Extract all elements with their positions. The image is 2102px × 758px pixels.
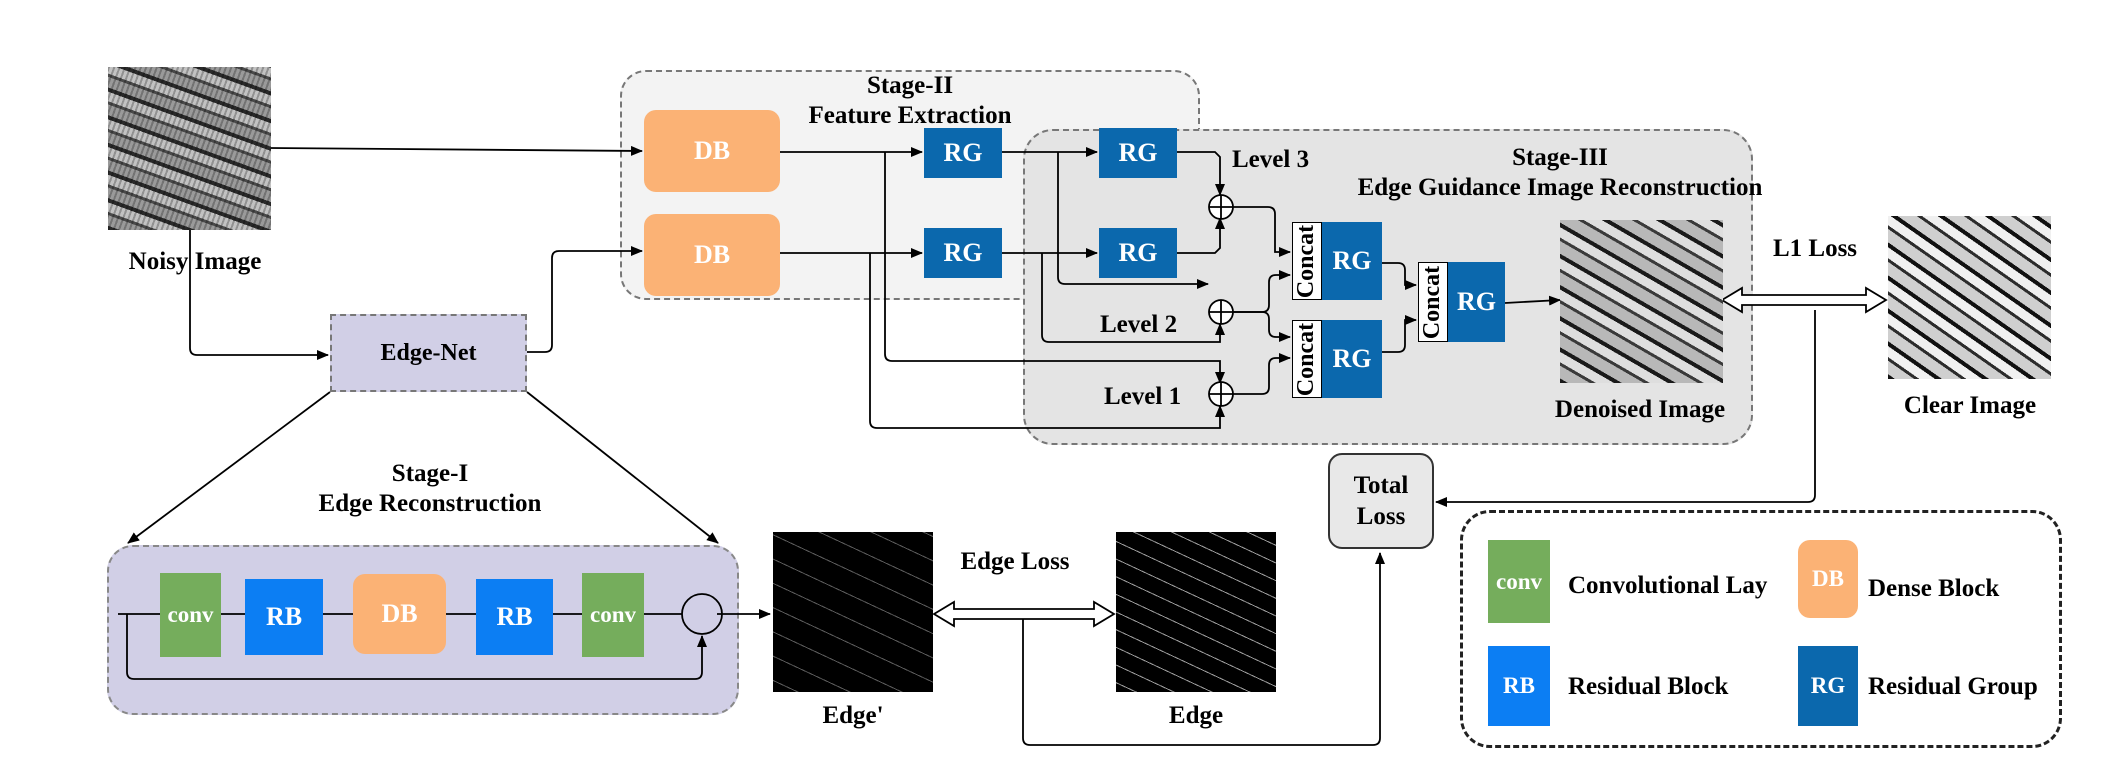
legend-db-swatch: DB	[1798, 540, 1858, 618]
concat-block-3: Concat	[1418, 262, 1448, 342]
stage3-subtitle: Edge Guidance Image Reconstruction	[1357, 174, 1763, 201]
denoised-image-label: Denoised Image	[1554, 396, 1726, 423]
db-block-top: DB	[644, 110, 780, 192]
conv-block-1: conv	[160, 573, 221, 657]
rg-block-bottom-2: RG	[1099, 228, 1177, 278]
concat-block-2: Concat	[1292, 320, 1322, 398]
rg-block-final: RG	[1448, 262, 1505, 342]
noisy-image-label: Noisy Image	[128, 248, 262, 275]
stage2-subtitle: Feature Extraction	[808, 102, 1012, 129]
stage2-title: Stage-II	[866, 72, 954, 99]
legend-conv-label: Convolutional Lay	[1568, 572, 1768, 599]
stage1-title: Stage-I	[391, 460, 469, 487]
total-loss-block: Total Loss	[1328, 453, 1434, 549]
rg-block-concat-1: RG	[1322, 222, 1382, 300]
legend-panel	[1460, 510, 2062, 748]
rg-block-top-2: RG	[1099, 128, 1177, 178]
level2-label: Level 2	[1100, 311, 1178, 338]
conv-block-2: conv	[582, 573, 644, 657]
edge-pred-label: Edge'	[822, 702, 884, 729]
edge-loss-label: Edge Loss	[960, 548, 1070, 575]
clear-image	[1888, 216, 2051, 379]
total-loss-line1: Total	[1353, 472, 1409, 499]
level1-label: Level 1	[1104, 383, 1182, 410]
stage1-subtitle: Edge Reconstruction	[318, 490, 542, 517]
total-loss-line2: Loss	[1356, 503, 1406, 530]
rb-block-2: RB	[476, 579, 553, 655]
legend-conv-swatch: conv	[1488, 540, 1550, 623]
legend-rb-swatch: RB	[1488, 646, 1550, 726]
db-block-stage1: DB	[353, 574, 446, 654]
l1-loss-label: L1 Loss	[1772, 235, 1858, 262]
db-block-bottom: DB	[644, 214, 780, 296]
concat-block-1: Concat	[1292, 222, 1322, 300]
legend-rg-swatch: RG	[1798, 646, 1858, 726]
edge-gt-label: Edge	[1168, 702, 1224, 729]
denoised-image	[1560, 220, 1723, 383]
rg-block-top-1: RG	[924, 128, 1002, 178]
noisy-image	[108, 67, 271, 230]
clear-image-label: Clear Image	[1903, 392, 2037, 419]
level3-label: Level 3	[1232, 146, 1310, 173]
legend-db-label: Dense Block	[1868, 575, 2000, 602]
rg-block-concat-2: RG	[1322, 320, 1382, 398]
edge-net-block: Edge-Net	[330, 314, 527, 392]
edge-gt-image	[1116, 532, 1276, 692]
stage3-title: Stage-III	[1512, 144, 1608, 171]
legend-rb-label: Residual Block	[1568, 673, 1729, 700]
rb-block-1: RB	[245, 579, 323, 655]
legend-rg-label: Residual Group	[1868, 673, 2038, 700]
edge-pred-image	[773, 532, 933, 692]
rg-block-bottom-1: RG	[924, 228, 1002, 278]
